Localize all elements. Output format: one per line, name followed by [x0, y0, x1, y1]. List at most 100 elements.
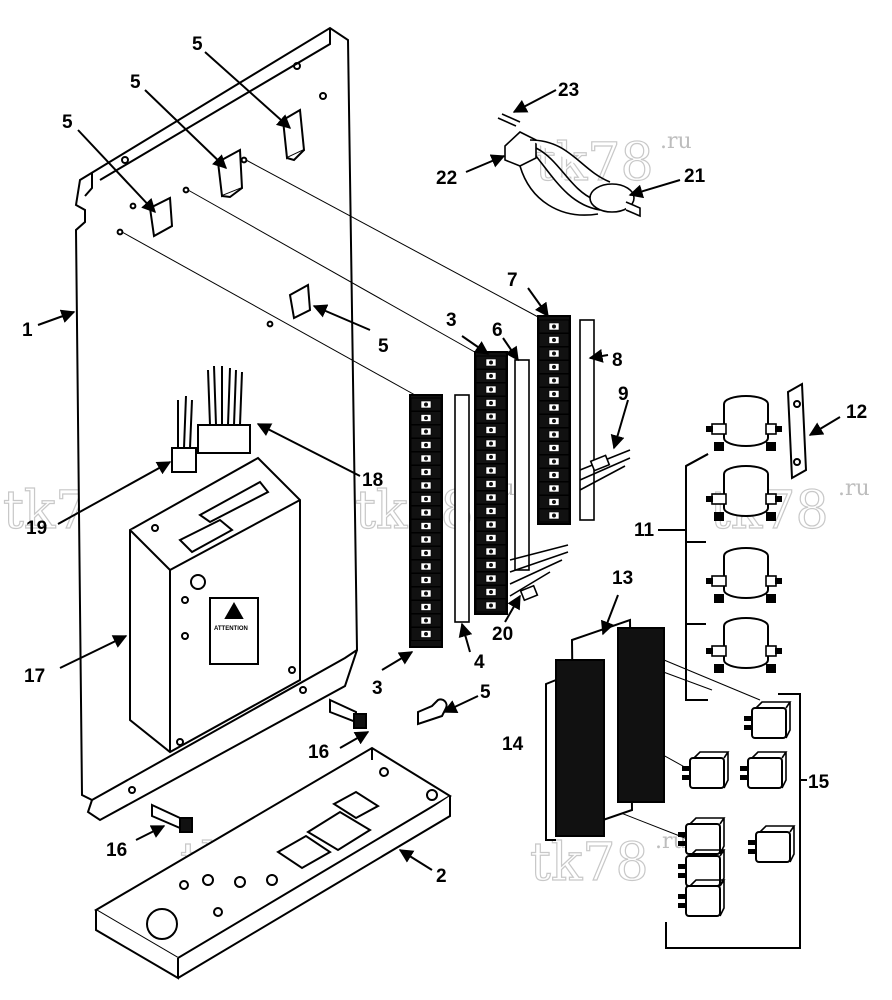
control-module [129, 456, 301, 754]
callout-9: 9 [618, 384, 629, 405]
callout-6: 6 [492, 320, 503, 341]
cable-clamp [417, 698, 448, 726]
relay-group [677, 701, 795, 917]
callout-16: 16 [106, 840, 127, 861]
terminal-cell [538, 468, 570, 482]
marker-strip [454, 319, 595, 623]
terminal-cell [538, 454, 570, 469]
terminal-cell [410, 519, 442, 533]
terminal-cell [538, 319, 570, 334]
callout-5: 5 [378, 336, 389, 357]
callout-15: 15 [808, 772, 830, 793]
callout-16: 16 [308, 742, 329, 763]
terminal-cell [410, 600, 442, 614]
terminal-cell [538, 360, 570, 374]
callout-13: 13 [612, 568, 633, 589]
watermark-text: tk78 [530, 833, 649, 893]
terminal-cell [475, 450, 507, 464]
mounting-tray [94, 746, 452, 980]
terminal-cell [410, 546, 442, 560]
terminal-cell [538, 508, 570, 523]
terminal-cell [475, 409, 507, 424]
terminal-cell [475, 369, 507, 383]
terminal-cell [410, 397, 442, 412]
terminal-cell [475, 585, 507, 599]
watermark-text: tk78 [535, 133, 654, 193]
terminal-cell [538, 400, 570, 415]
harness-connector [171, 365, 251, 473]
callout-5: 5 [130, 72, 141, 93]
terminal-cell [410, 586, 442, 601]
group-brackets [545, 453, 801, 949]
terminal-cell [538, 373, 570, 388]
terminal-cell [475, 355, 507, 370]
callout-5: 5 [192, 34, 203, 55]
callout-22: 22 [436, 168, 457, 189]
terminal-cell [410, 411, 442, 425]
callout-labels: 5 5 5 5 5 1 3 3 6 7 8 9 23 22 21 12 11 1… [22, 34, 867, 887]
callout-3: 3 [372, 678, 383, 699]
terminal-cell [410, 478, 442, 493]
callout-7: 7 [507, 270, 518, 291]
callout-5: 5 [480, 682, 491, 703]
callout-arrows [37, 51, 841, 871]
terminal-cell [410, 532, 442, 547]
terminal-cell [538, 427, 570, 442]
terminal-cell [475, 477, 507, 491]
terminal-cell [475, 598, 507, 613]
watermark-suffix: .ru [838, 476, 870, 501]
callout-20: 20 [492, 624, 513, 645]
callout-12: 12 [846, 402, 867, 423]
terminal-cell [410, 613, 442, 628]
terminal-cell [475, 423, 507, 437]
terminal-cell [475, 558, 507, 572]
terminal-cell [538, 495, 570, 509]
terminal-cell [538, 333, 570, 347]
callout-19: 19 [26, 518, 47, 539]
terminal-cell [410, 492, 442, 506]
callout-21: 21 [684, 166, 706, 187]
terminal-cell [475, 490, 507, 505]
terminal-cell [410, 465, 442, 479]
terminal-cell [410, 573, 442, 587]
attention-label: ATTENTION [214, 626, 248, 632]
callout-11: 11 [634, 520, 655, 541]
terminal-cell [475, 396, 507, 410]
callout-3: 3 [446, 310, 457, 331]
terminal-cell [538, 441, 570, 455]
terminal-cell [475, 504, 507, 518]
terminal-cell [410, 438, 442, 452]
terminal-cell [538, 481, 570, 496]
terminal-cell [410, 505, 442, 520]
terminal-cell [410, 627, 442, 641]
callout-1: 1 [22, 320, 33, 341]
relay-panel [555, 618, 665, 837]
bolt [151, 698, 367, 833]
terminal-cell [410, 451, 442, 466]
terminal-cell [475, 463, 507, 478]
callout-5: 5 [62, 112, 73, 133]
callout-17: 17 [24, 666, 45, 687]
terminal-cell [410, 559, 442, 574]
terminal-cell [538, 387, 570, 401]
terminal-cell [475, 382, 507, 397]
terminal-cell [475, 544, 507, 559]
callout-8: 8 [612, 350, 623, 371]
terminal-cell [410, 424, 442, 439]
terminal-cell [475, 517, 507, 532]
terminal-cell [475, 436, 507, 451]
callout-14: 14 [502, 734, 524, 755]
watermark-suffix: .ru [660, 129, 692, 154]
jumper-wires [509, 449, 631, 602]
callout-2: 2 [436, 866, 447, 887]
terminal-cell [538, 346, 570, 361]
callout-23: 23 [558, 80, 579, 101]
terminal-cell [475, 571, 507, 586]
solenoid-bracket [786, 382, 808, 480]
callout-4: 4 [474, 652, 485, 673]
rotary-switch-assembly [497, 113, 641, 218]
terminal-cell [475, 531, 507, 545]
terminal-cell [538, 414, 570, 428]
callout-18: 18 [362, 470, 383, 491]
